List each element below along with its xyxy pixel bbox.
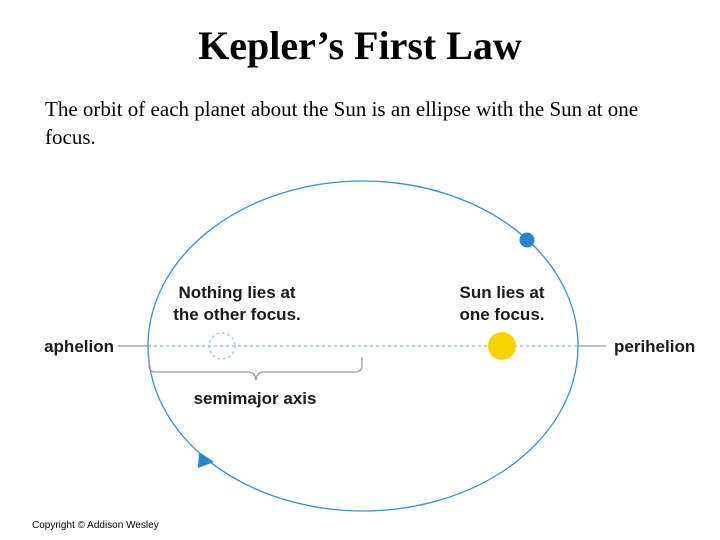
orbit-direction-arrow bbox=[198, 452, 214, 468]
perihelion-label: perihelion bbox=[614, 337, 695, 356]
slide-title: Kepler’s First Law bbox=[198, 23, 522, 68]
planet bbox=[519, 232, 535, 248]
empty-focus-label-line1: Nothing lies at bbox=[178, 283, 295, 302]
semimajor-axis-label: semimajor axis bbox=[194, 389, 317, 408]
sun-focus-label-line1: Sun lies at bbox=[459, 283, 544, 302]
empty-focus-marker bbox=[208, 332, 236, 360]
description-text: The orbit of each planet about the Sun i… bbox=[45, 97, 639, 149]
empty-focus-label-line2: the other focus. bbox=[173, 305, 301, 324]
orbit-ellipse bbox=[147, 180, 579, 512]
sun-focus-label-line2: one focus. bbox=[459, 305, 544, 324]
semimajor-axis-brace bbox=[148, 357, 363, 381]
sun bbox=[488, 332, 516, 360]
aphelion-label: aphelion bbox=[44, 337, 114, 356]
copyright-text: Copyright © Addison Wesley bbox=[32, 520, 159, 531]
